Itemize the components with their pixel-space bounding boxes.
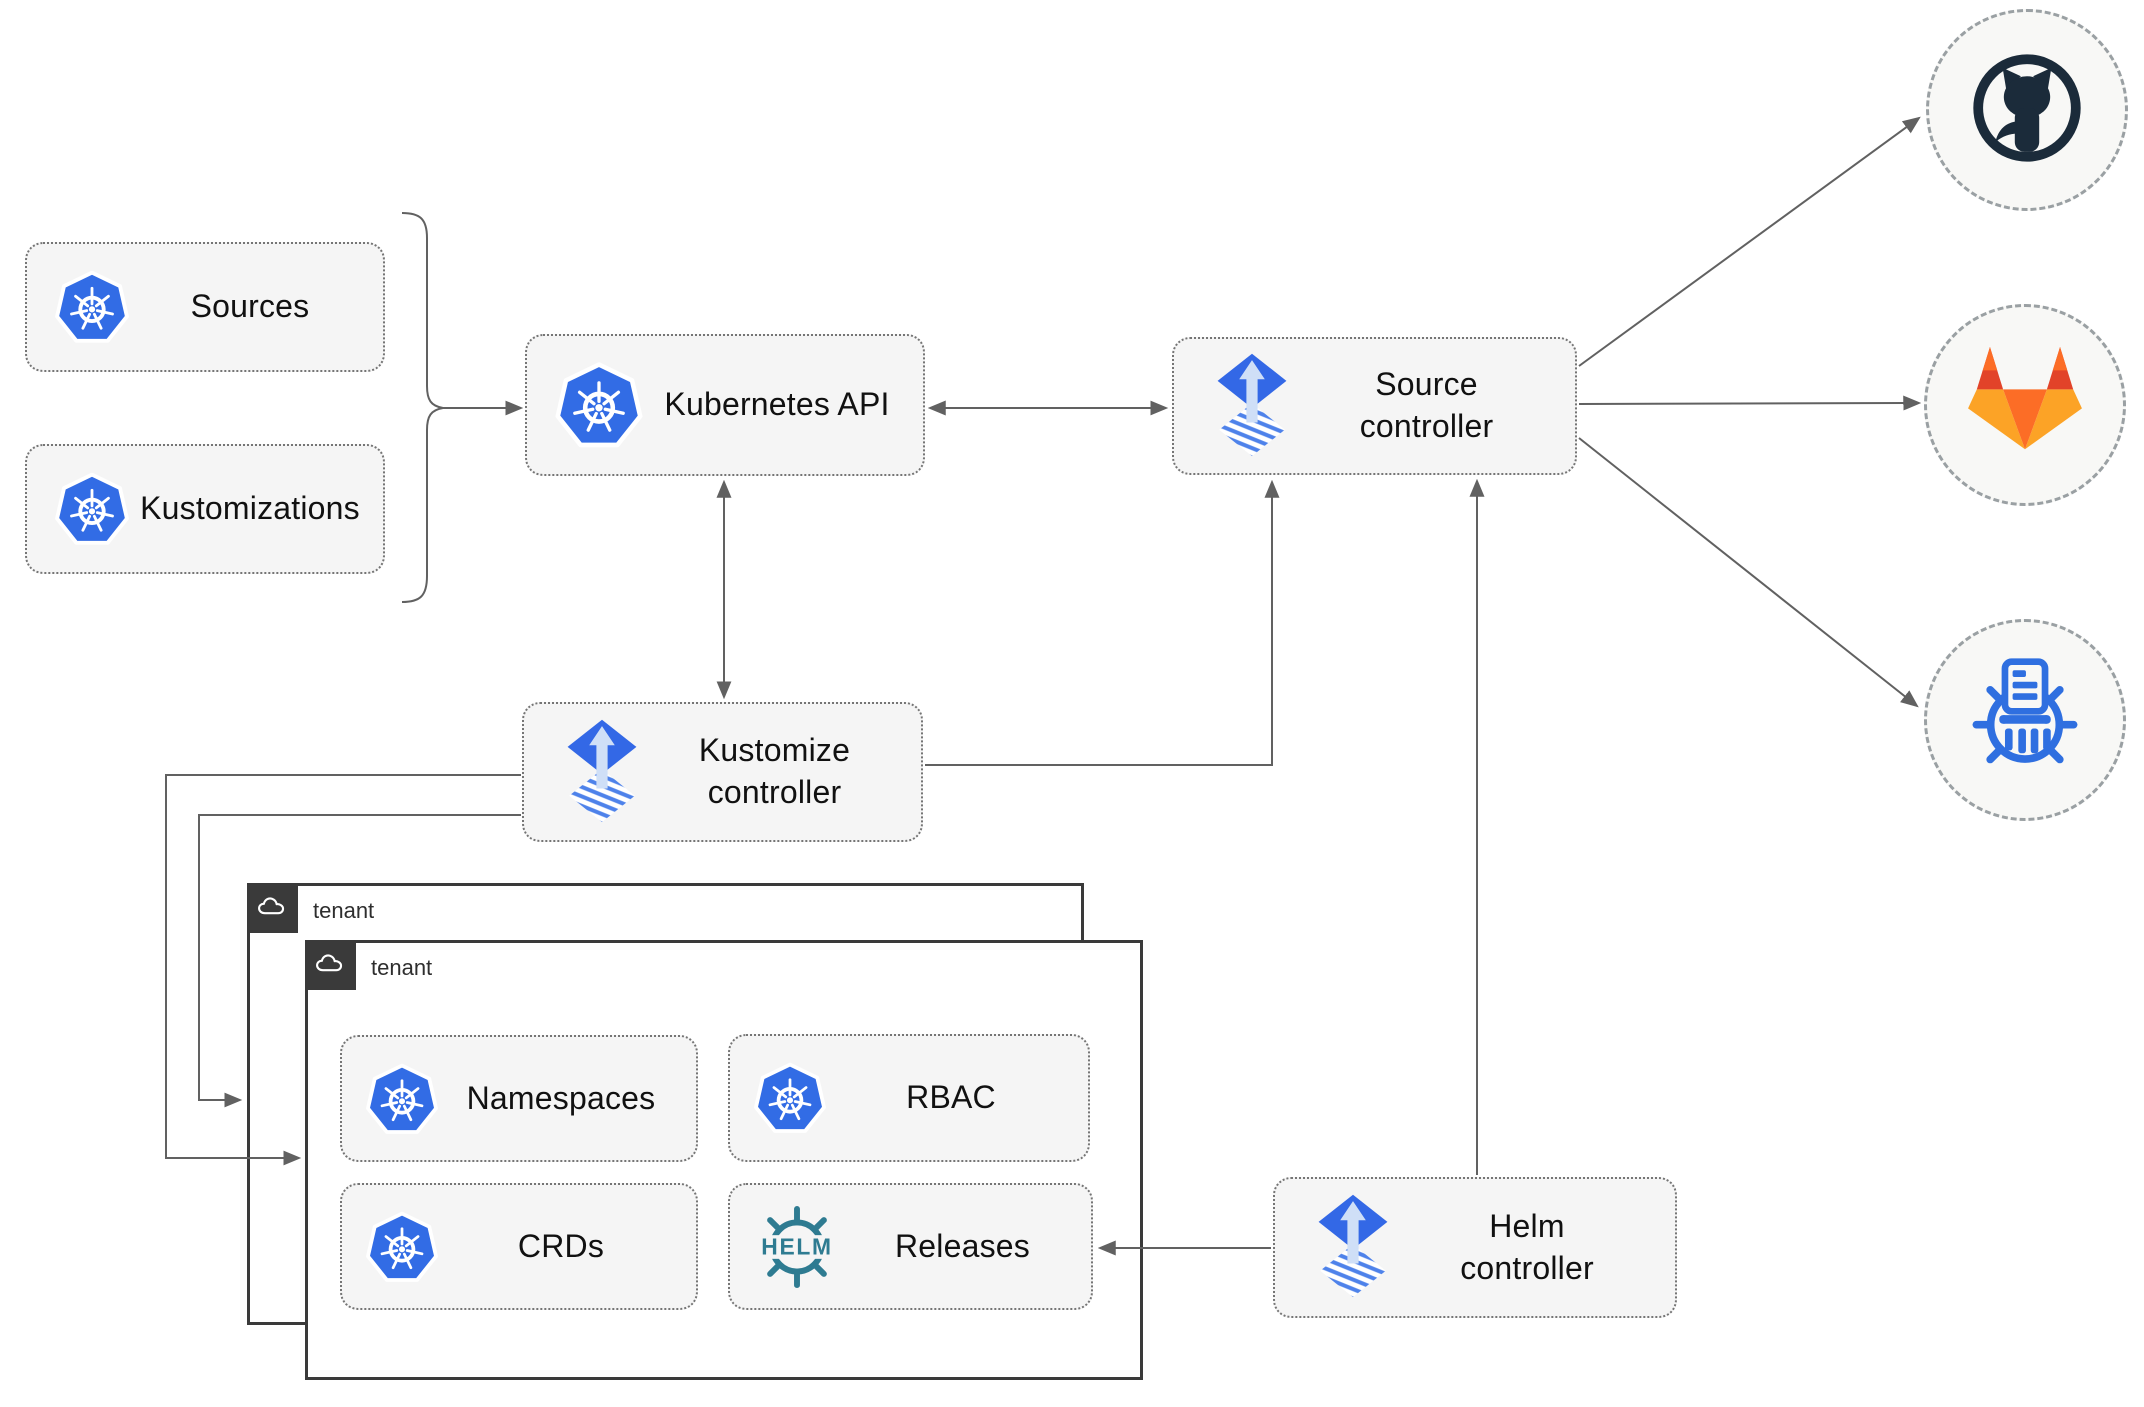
kustomize-controller-node: Kustomize controller bbox=[522, 702, 923, 842]
kubernetes-icon bbox=[53, 470, 131, 548]
helm-wheel-icon: HELM bbox=[746, 1203, 848, 1291]
kubernetes-icon bbox=[53, 268, 131, 346]
flux-icon bbox=[1313, 1193, 1393, 1302]
cloud-icon bbox=[315, 951, 346, 979]
helm-wordmark: HELM bbox=[761, 1233, 832, 1259]
releases-node: HELM Releases bbox=[728, 1183, 1093, 1310]
tenant-back-tab bbox=[247, 883, 298, 933]
flux-icon bbox=[562, 718, 642, 827]
kubernetes-icon bbox=[364, 1209, 440, 1285]
rbac-label: RBAC bbox=[906, 1079, 996, 1116]
kubernetes-api-node: Kubernetes API bbox=[525, 334, 925, 476]
helm-repository-icon bbox=[1963, 656, 2087, 785]
github-endpoint bbox=[1926, 9, 2128, 211]
kubernetes-icon bbox=[752, 1060, 828, 1136]
source-controller-node: Source controller bbox=[1172, 337, 1577, 475]
gitlab-endpoint bbox=[1924, 304, 2126, 506]
brace-connector bbox=[401, 212, 444, 603]
helm-controller-node: Helm controller bbox=[1273, 1177, 1677, 1318]
helm-repository-endpoint bbox=[1924, 619, 2126, 821]
crds-node: CRDs bbox=[340, 1183, 698, 1310]
cloud-icon bbox=[257, 894, 288, 922]
edge-source-to-helm-repository bbox=[1578, 437, 1919, 708]
kubernetes-icon bbox=[553, 359, 645, 451]
crds-label: CRDs bbox=[517, 1227, 605, 1264]
tenant-front-tab bbox=[305, 940, 356, 990]
sources-label: Sources bbox=[190, 288, 310, 325]
flux-icon bbox=[1212, 352, 1292, 461]
gitlab-icon bbox=[1952, 341, 2098, 469]
namespaces-label: Namespaces bbox=[466, 1079, 656, 1116]
kustomizations-node: Kustomizations bbox=[25, 444, 385, 574]
tenant-front-label: tenant bbox=[371, 955, 433, 980]
edge-kustomize-to-source-controller bbox=[925, 479, 1280, 766]
rbac-node: RBAC bbox=[728, 1034, 1090, 1162]
namespaces-node: Namespaces bbox=[340, 1035, 698, 1162]
sources-node: Sources bbox=[25, 242, 385, 372]
kubernetes-api-label: Kubernetes API bbox=[664, 386, 890, 423]
kubernetes-icon bbox=[364, 1061, 440, 1137]
kustomizations-label: Kustomizations bbox=[140, 490, 360, 527]
tenant-back-label: tenant bbox=[313, 898, 375, 923]
edge-source-to-github bbox=[1578, 116, 1921, 367]
github-icon bbox=[1966, 47, 2088, 174]
releases-label: Releases bbox=[894, 1227, 1030, 1264]
source-controller-label: Source controller bbox=[1359, 366, 1494, 444]
helm-controller-label: Helm controller bbox=[1460, 1207, 1594, 1286]
kustomize-controller-label: Kustomize controller bbox=[698, 732, 851, 810]
edge-source-to-gitlab bbox=[1578, 395, 1922, 411]
